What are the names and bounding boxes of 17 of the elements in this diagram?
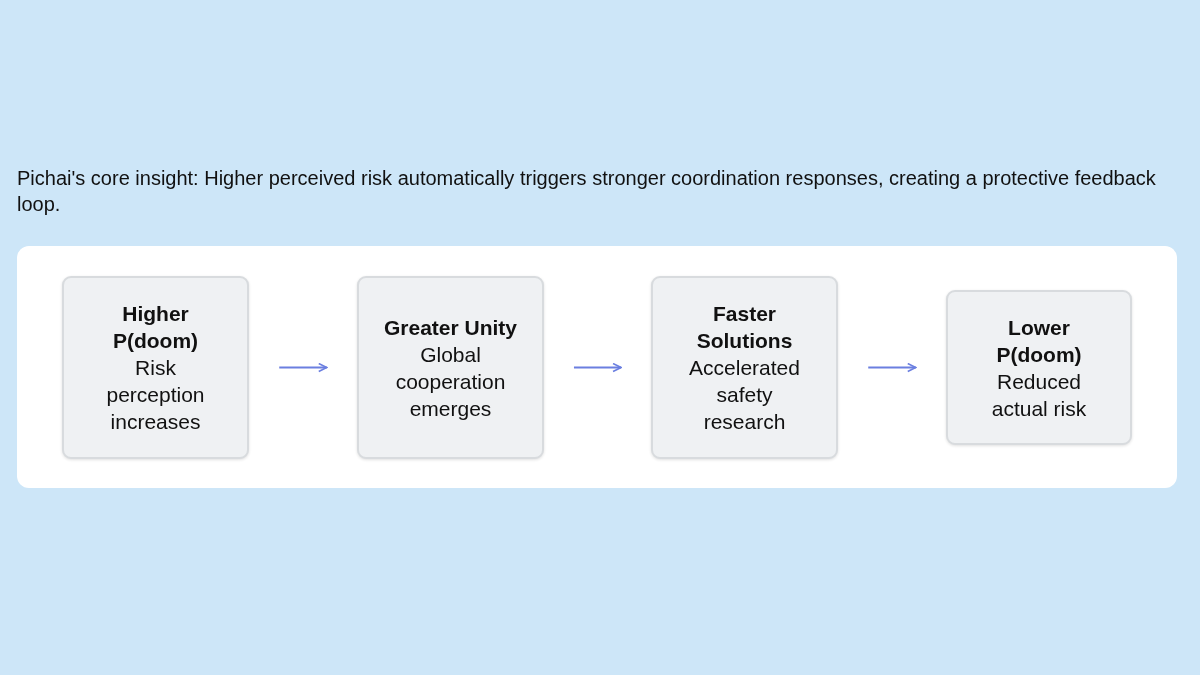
step-description: Reduced actual risk	[990, 368, 1088, 422]
arrow	[867, 362, 917, 373]
step-heading: Greater Unity	[383, 314, 517, 341]
arrow	[572, 362, 623, 373]
step-heading: Lower P(doom)	[995, 314, 1083, 368]
step-card	[357, 276, 544, 459]
arrow	[278, 362, 328, 373]
step-description: Global cooperation emerges	[394, 341, 507, 422]
step-card	[62, 276, 249, 459]
step-card	[946, 290, 1132, 445]
step-heading: Higher P(doom)	[111, 301, 200, 354]
panel-background	[17, 246, 1177, 488]
step-heading: Faster Solutions	[695, 301, 794, 354]
step-description: Accelerated safety research	[688, 355, 801, 435]
step-description: Risk perception increases	[105, 355, 206, 435]
step-card	[651, 276, 838, 459]
intro-text: Pichai's core insight: Higher perceived risk automatically triggers stronger coordination responses, creating a protective feedback loop.	[17, 166, 1157, 217]
